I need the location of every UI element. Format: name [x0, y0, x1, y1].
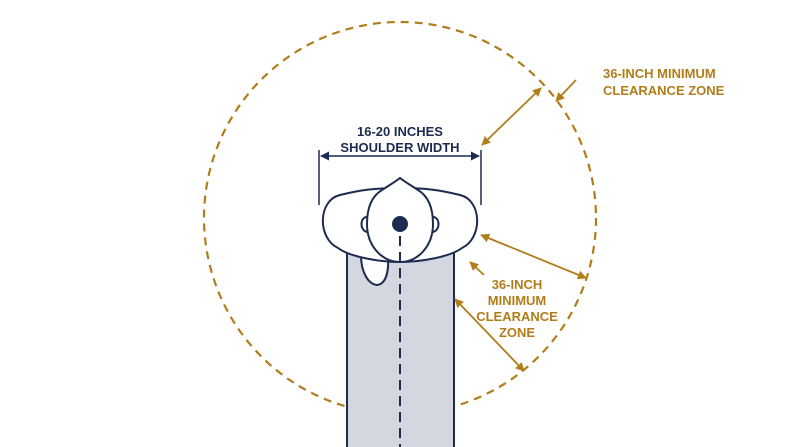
clearance-side-line3: CLEARANCE [476, 309, 558, 324]
shoulder-label-line2: SHOULDER WIDTH [340, 140, 459, 155]
clearance-top-line1: 36-INCH MINIMUM [603, 66, 716, 81]
shoulder-label-line1: 16-20 INCHES [357, 124, 443, 139]
clearance-pointer-top [555, 79, 577, 102]
clearance-arrow-top [481, 87, 542, 146]
clearance-pointer-side [469, 261, 485, 276]
clearance-side-line4: ZONE [499, 325, 535, 340]
clearance-top-line2: CLEARANCE ZONE [603, 83, 725, 98]
hand-shape [359, 254, 390, 287]
center-dot [392, 216, 408, 232]
clearance-side-line2: MINIMUM [488, 293, 547, 308]
clearance-arrow-right [480, 233, 587, 280]
clearance-arrow-lower [454, 298, 525, 372]
clearance-side-line1: 36-INCH [492, 277, 543, 292]
clearance-circle [202, 20, 598, 416]
